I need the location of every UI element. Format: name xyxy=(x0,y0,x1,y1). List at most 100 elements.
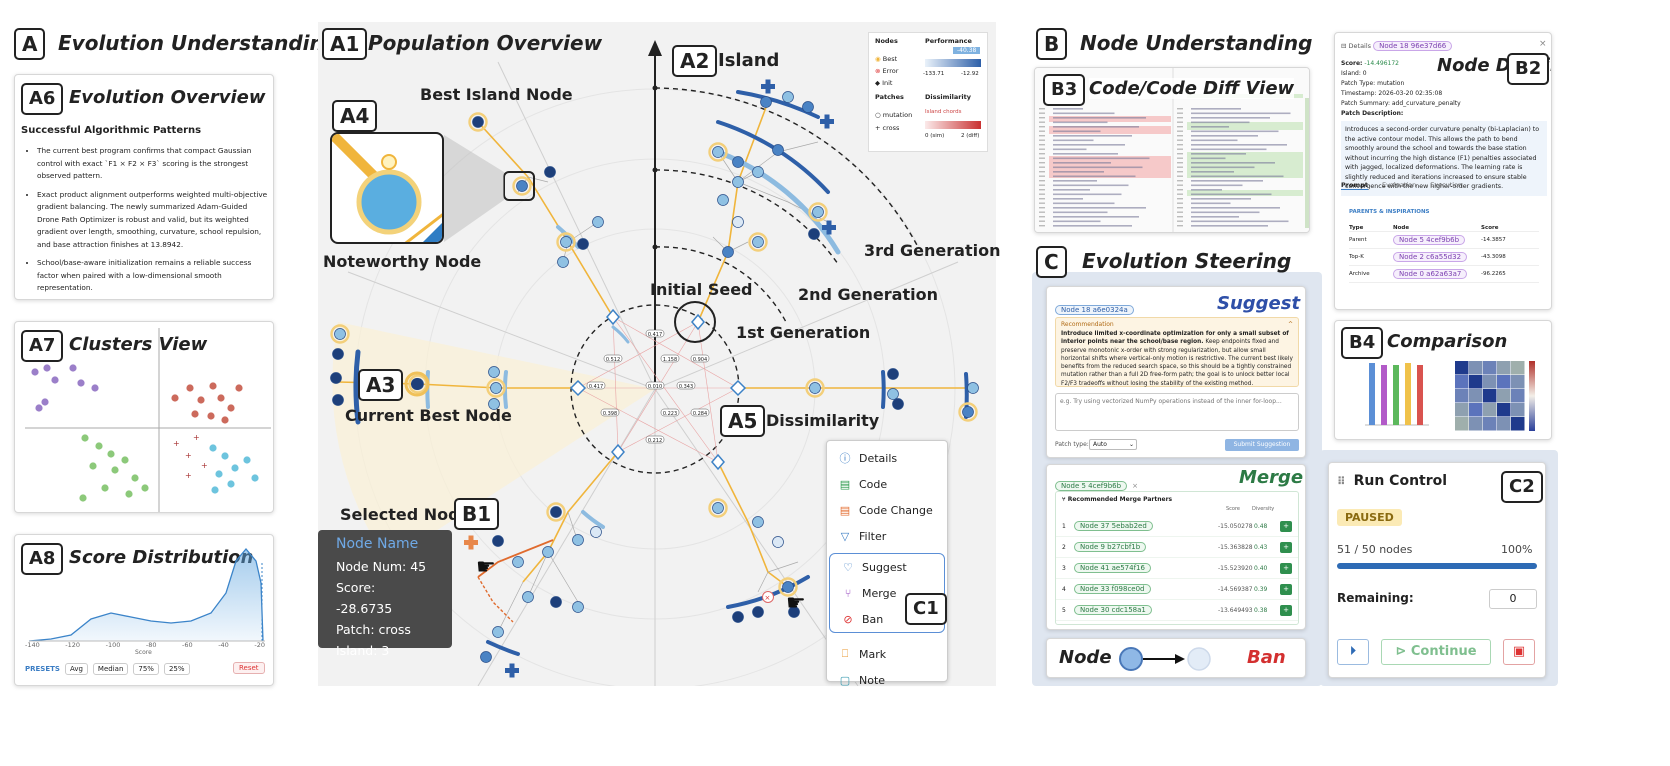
population-node[interactable] xyxy=(572,534,584,546)
step-button[interactable]: ⏵ xyxy=(1337,639,1369,665)
heatmap-cell[interactable] xyxy=(1469,417,1483,431)
population-node[interactable] xyxy=(492,626,504,638)
heatmap-cell[interactable] xyxy=(1483,403,1497,417)
population-node[interactable] xyxy=(752,516,764,528)
row-node-chip[interactable]: Node 2 c6a55d32 xyxy=(1393,252,1468,262)
cluster-point[interactable]: + xyxy=(173,439,180,448)
population-node[interactable] xyxy=(732,611,744,623)
population-node[interactable] xyxy=(772,144,784,156)
menu-code[interactable]: ▤Code xyxy=(827,471,947,497)
cluster-point[interactable] xyxy=(95,442,103,450)
cluster-point[interactable] xyxy=(217,394,225,402)
population-node[interactable] xyxy=(887,388,899,400)
cluster-point[interactable] xyxy=(243,456,251,464)
population-node[interactable] xyxy=(572,601,584,613)
cluster-point[interactable] xyxy=(186,384,194,392)
menu-ban[interactable]: ⊘Ban xyxy=(830,606,944,632)
cluster-point[interactable] xyxy=(35,404,43,412)
population-node[interactable] xyxy=(732,156,744,168)
population-node[interactable] xyxy=(490,382,502,394)
cluster-point[interactable] xyxy=(79,494,87,502)
row-node-chip[interactable]: Node 5 4cef9b6b xyxy=(1393,235,1466,245)
cluster-point[interactable]: + xyxy=(201,461,208,470)
merge-node-chip[interactable]: Node 5 4cef9b6b × xyxy=(1055,473,1138,492)
cluster-point[interactable] xyxy=(31,368,39,376)
preset-75-button[interactable]: 75% xyxy=(133,663,159,675)
cluster-point[interactable] xyxy=(207,412,215,420)
reset-button[interactable]: Reset xyxy=(233,662,265,674)
heatmap-cell[interactable] xyxy=(1497,417,1511,431)
cluster-point[interactable] xyxy=(77,379,85,387)
tab-evaluation[interactable]: Evaluation xyxy=(1381,181,1417,189)
menu-mark[interactable]: ⎕Mark xyxy=(827,641,947,667)
tab-execution[interactable]: Execution xyxy=(1430,181,1463,189)
add-merge-button[interactable]: + xyxy=(1280,520,1292,532)
score-distribution-curve[interactable] xyxy=(21,543,271,653)
cluster-point[interactable] xyxy=(209,382,217,390)
table-row[interactable]: Top-K Node 2 c6a55d32 -43.3098 xyxy=(1349,249,1539,266)
cluster-point[interactable] xyxy=(51,376,59,384)
population-node[interactable] xyxy=(732,216,744,228)
error-node[interactable] xyxy=(762,591,774,603)
heatmap-cell[interactable] xyxy=(1469,403,1483,417)
population-node[interactable] xyxy=(332,394,344,406)
heatmap-cell[interactable] xyxy=(1497,375,1511,389)
add-merge-button[interactable]: + xyxy=(1280,562,1292,574)
cluster-point[interactable] xyxy=(227,404,235,412)
merge-node-chip[interactable]: Node 30 cdc158a1 xyxy=(1074,605,1152,615)
menu-suggest[interactable]: ♡Suggest xyxy=(830,554,944,580)
add-merge-button[interactable]: + xyxy=(1280,583,1292,595)
preset-median-button[interactable]: Median xyxy=(92,663,129,675)
heatmap-cell[interactable] xyxy=(1511,361,1525,375)
patch-type-select[interactable]: Auto⌄ xyxy=(1089,439,1137,450)
node-chip[interactable]: Node 18 96e37d66 xyxy=(1373,41,1453,51)
heatmap-cell[interactable] xyxy=(1511,389,1525,403)
population-node[interactable] xyxy=(782,91,794,103)
add-merge-button[interactable]: + xyxy=(1280,541,1292,553)
population-node[interactable] xyxy=(812,206,824,218)
population-node[interactable] xyxy=(560,236,572,248)
close-icon[interactable]: × xyxy=(1132,482,1139,490)
cluster-point[interactable] xyxy=(215,470,223,478)
remaining-input[interactable]: 0 xyxy=(1489,589,1537,609)
preset-25-button[interactable]: 25% xyxy=(163,663,190,675)
cluster-point[interactable] xyxy=(211,486,219,494)
heatmap-cell[interactable] xyxy=(1483,417,1497,431)
cluster-point[interactable]: + xyxy=(185,451,192,460)
suggestion-input[interactable] xyxy=(1055,393,1299,431)
population-node[interactable] xyxy=(802,101,814,113)
cluster-point[interactable] xyxy=(107,450,115,458)
heatmap-cell[interactable] xyxy=(1511,375,1525,389)
population-node[interactable] xyxy=(330,372,342,384)
cluster-point[interactable] xyxy=(81,434,89,442)
heatmap-cell[interactable] xyxy=(1483,375,1497,389)
cluster-point[interactable] xyxy=(221,416,229,424)
heatmap-cell[interactable] xyxy=(1511,417,1525,431)
comparison-charts[interactable] xyxy=(1335,321,1552,440)
cluster-point[interactable]: + xyxy=(193,433,200,442)
cluster-point[interactable] xyxy=(69,364,77,372)
table-row[interactable]: Archive Node 0 a62a63a7 -96.2265 xyxy=(1349,266,1539,283)
menu-note[interactable]: ▢Note xyxy=(827,667,947,693)
population-node[interactable] xyxy=(717,194,729,206)
drag-handle-icon[interactable]: ⠿ xyxy=(1337,474,1346,488)
preset-avg-button[interactable]: Avg xyxy=(64,663,88,675)
table-row[interactable]: Parent Node 5 4cef9b6b -14.3857 xyxy=(1349,232,1539,249)
population-node[interactable] xyxy=(967,382,979,394)
heatmap-cell[interactable] xyxy=(1455,375,1469,389)
menu-merge[interactable]: ⑂Merge xyxy=(830,580,944,606)
population-node[interactable] xyxy=(732,176,744,188)
menu-filter[interactable]: ▽Filter xyxy=(827,523,947,549)
cluster-point[interactable] xyxy=(141,484,149,492)
clusters-scatter[interactable]: +++++ xyxy=(25,328,271,512)
cluster-point[interactable] xyxy=(221,452,229,460)
cluster-point[interactable] xyxy=(235,384,243,392)
merge-node-chip[interactable]: Node 9 b27cbf1b xyxy=(1074,542,1147,552)
heatmap-cell[interactable] xyxy=(1455,361,1469,375)
population-node[interactable] xyxy=(332,348,344,360)
close-icon[interactable]: × xyxy=(1539,39,1547,49)
